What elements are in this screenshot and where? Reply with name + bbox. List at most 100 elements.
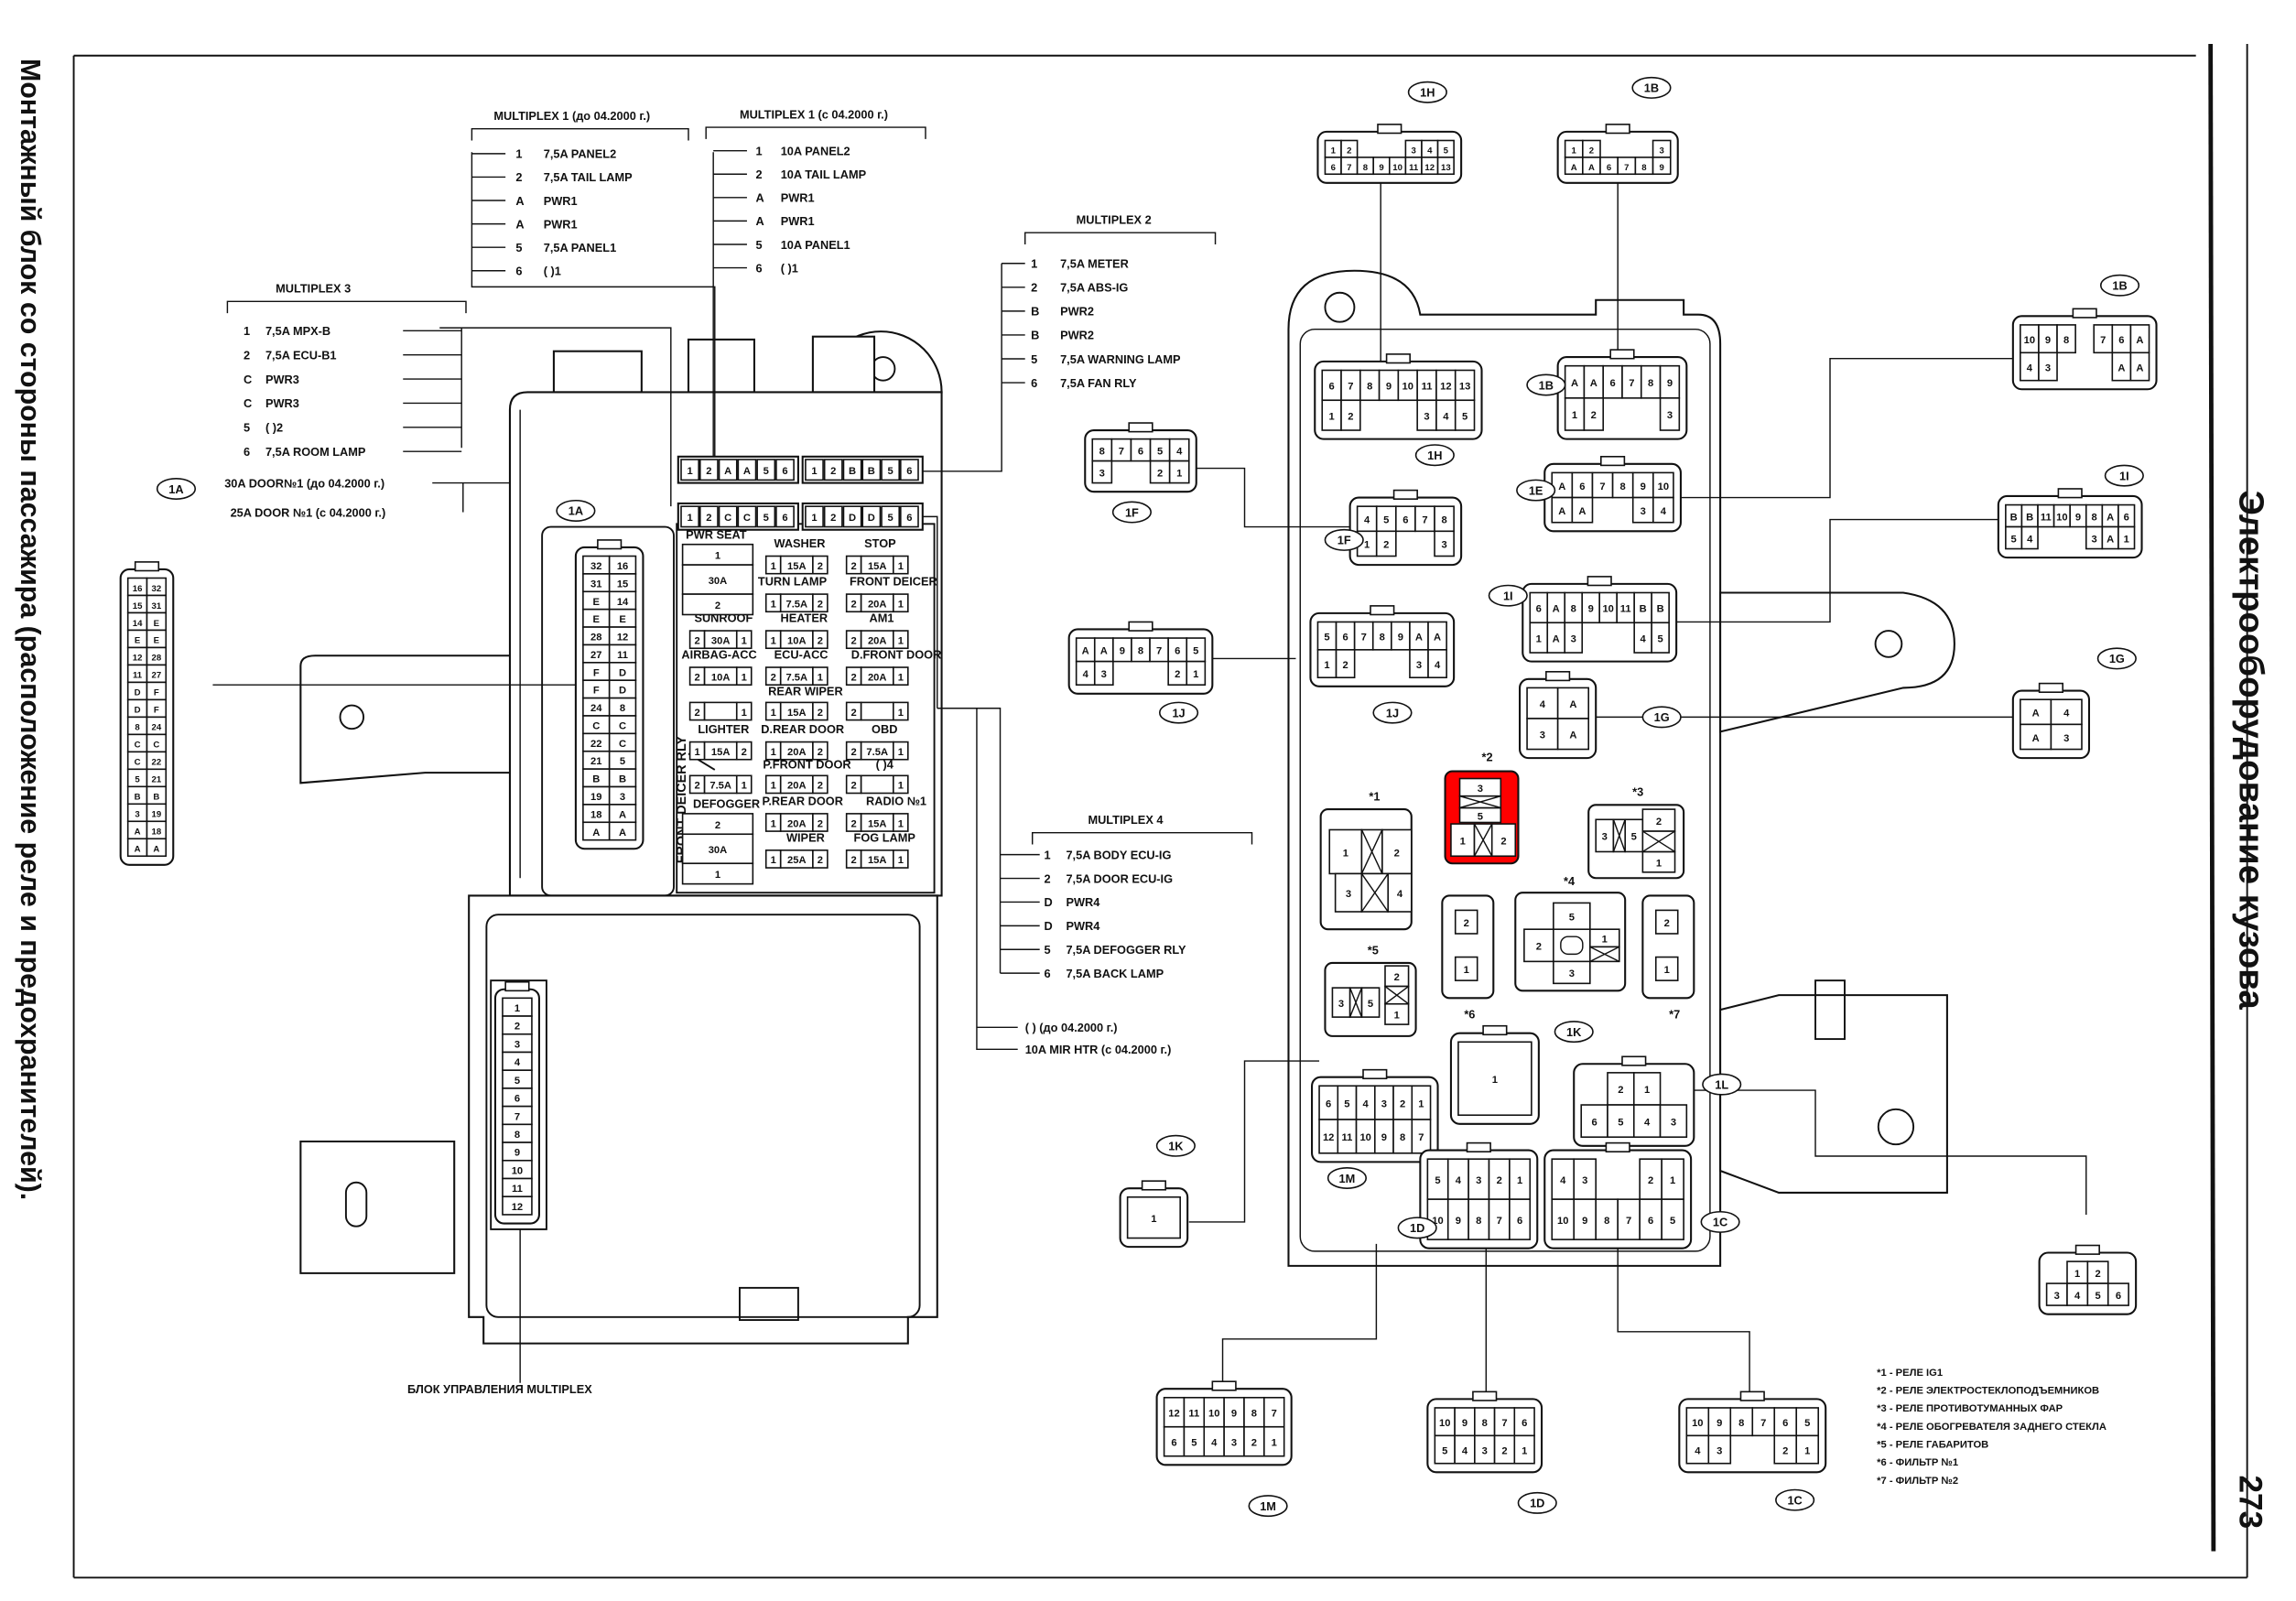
strip-pin: 6 [906,466,912,477]
connector-id: 1E [1529,483,1543,497]
relay-pin: 1 [1656,858,1662,869]
fuse-pin: 1 [898,781,904,792]
connector-tag [1526,373,1566,396]
connector-pin: 1 [1331,146,1337,156]
connector-pin: A [2106,512,2114,523]
connector-pin: 3 [1099,468,1105,479]
connector-1k[interactable]: 11K [1119,1134,1196,1249]
pin-code: A [756,214,764,228]
fuse-name: TURN LAMP [758,574,828,588]
connector-latch [1600,456,1626,467]
connector-pin: 2 [1589,146,1594,156]
connector-pin: 3 [1441,540,1446,551]
relay[interactable]: *621 [1441,894,1495,1022]
connector-pin: 4 [514,1057,521,1068]
fuse-pin: 2 [771,672,776,683]
connector-pin: 6 [1326,1098,1331,1109]
connector-pin: 16 [617,561,628,572]
fuse-assignment: PWR4 [1066,895,1100,909]
connector-pin: 32 [590,561,601,572]
connector-id: 1C [1713,1216,1727,1229]
fuse-pin: 2 [851,855,857,866]
fuse-pin: 2 [742,747,747,758]
connector-pin: 9 [1398,632,1403,643]
relay-pin: 1 [1664,965,1670,976]
connector-id: 1A [168,482,183,496]
strip-pin-cell [805,505,824,528]
fuse-pin: 1 [898,747,904,758]
connector-pin: 11 [617,650,628,661]
connector-pin: 5 [514,1076,520,1087]
connector-pin: 32 [152,584,162,594]
coil-cross-icon [1589,946,1620,963]
relay[interactable]: *721 [1641,894,1695,1022]
connector-pin: F [593,686,600,697]
connector-pin-cell [1526,687,1559,719]
connector-id: 1A [569,504,583,518]
connector-pin: B [2026,512,2033,523]
connector-pin: 2 [1251,1438,1257,1449]
connector-pin: 3 [1717,1445,1722,1456]
connector-latch [134,561,160,572]
connector-pin: 1 [1536,633,1542,644]
connector-1k[interactable]: 11K [1449,1021,1594,1125]
connector-pin: 6 [1579,481,1585,492]
strip-pin: 6 [906,513,912,524]
